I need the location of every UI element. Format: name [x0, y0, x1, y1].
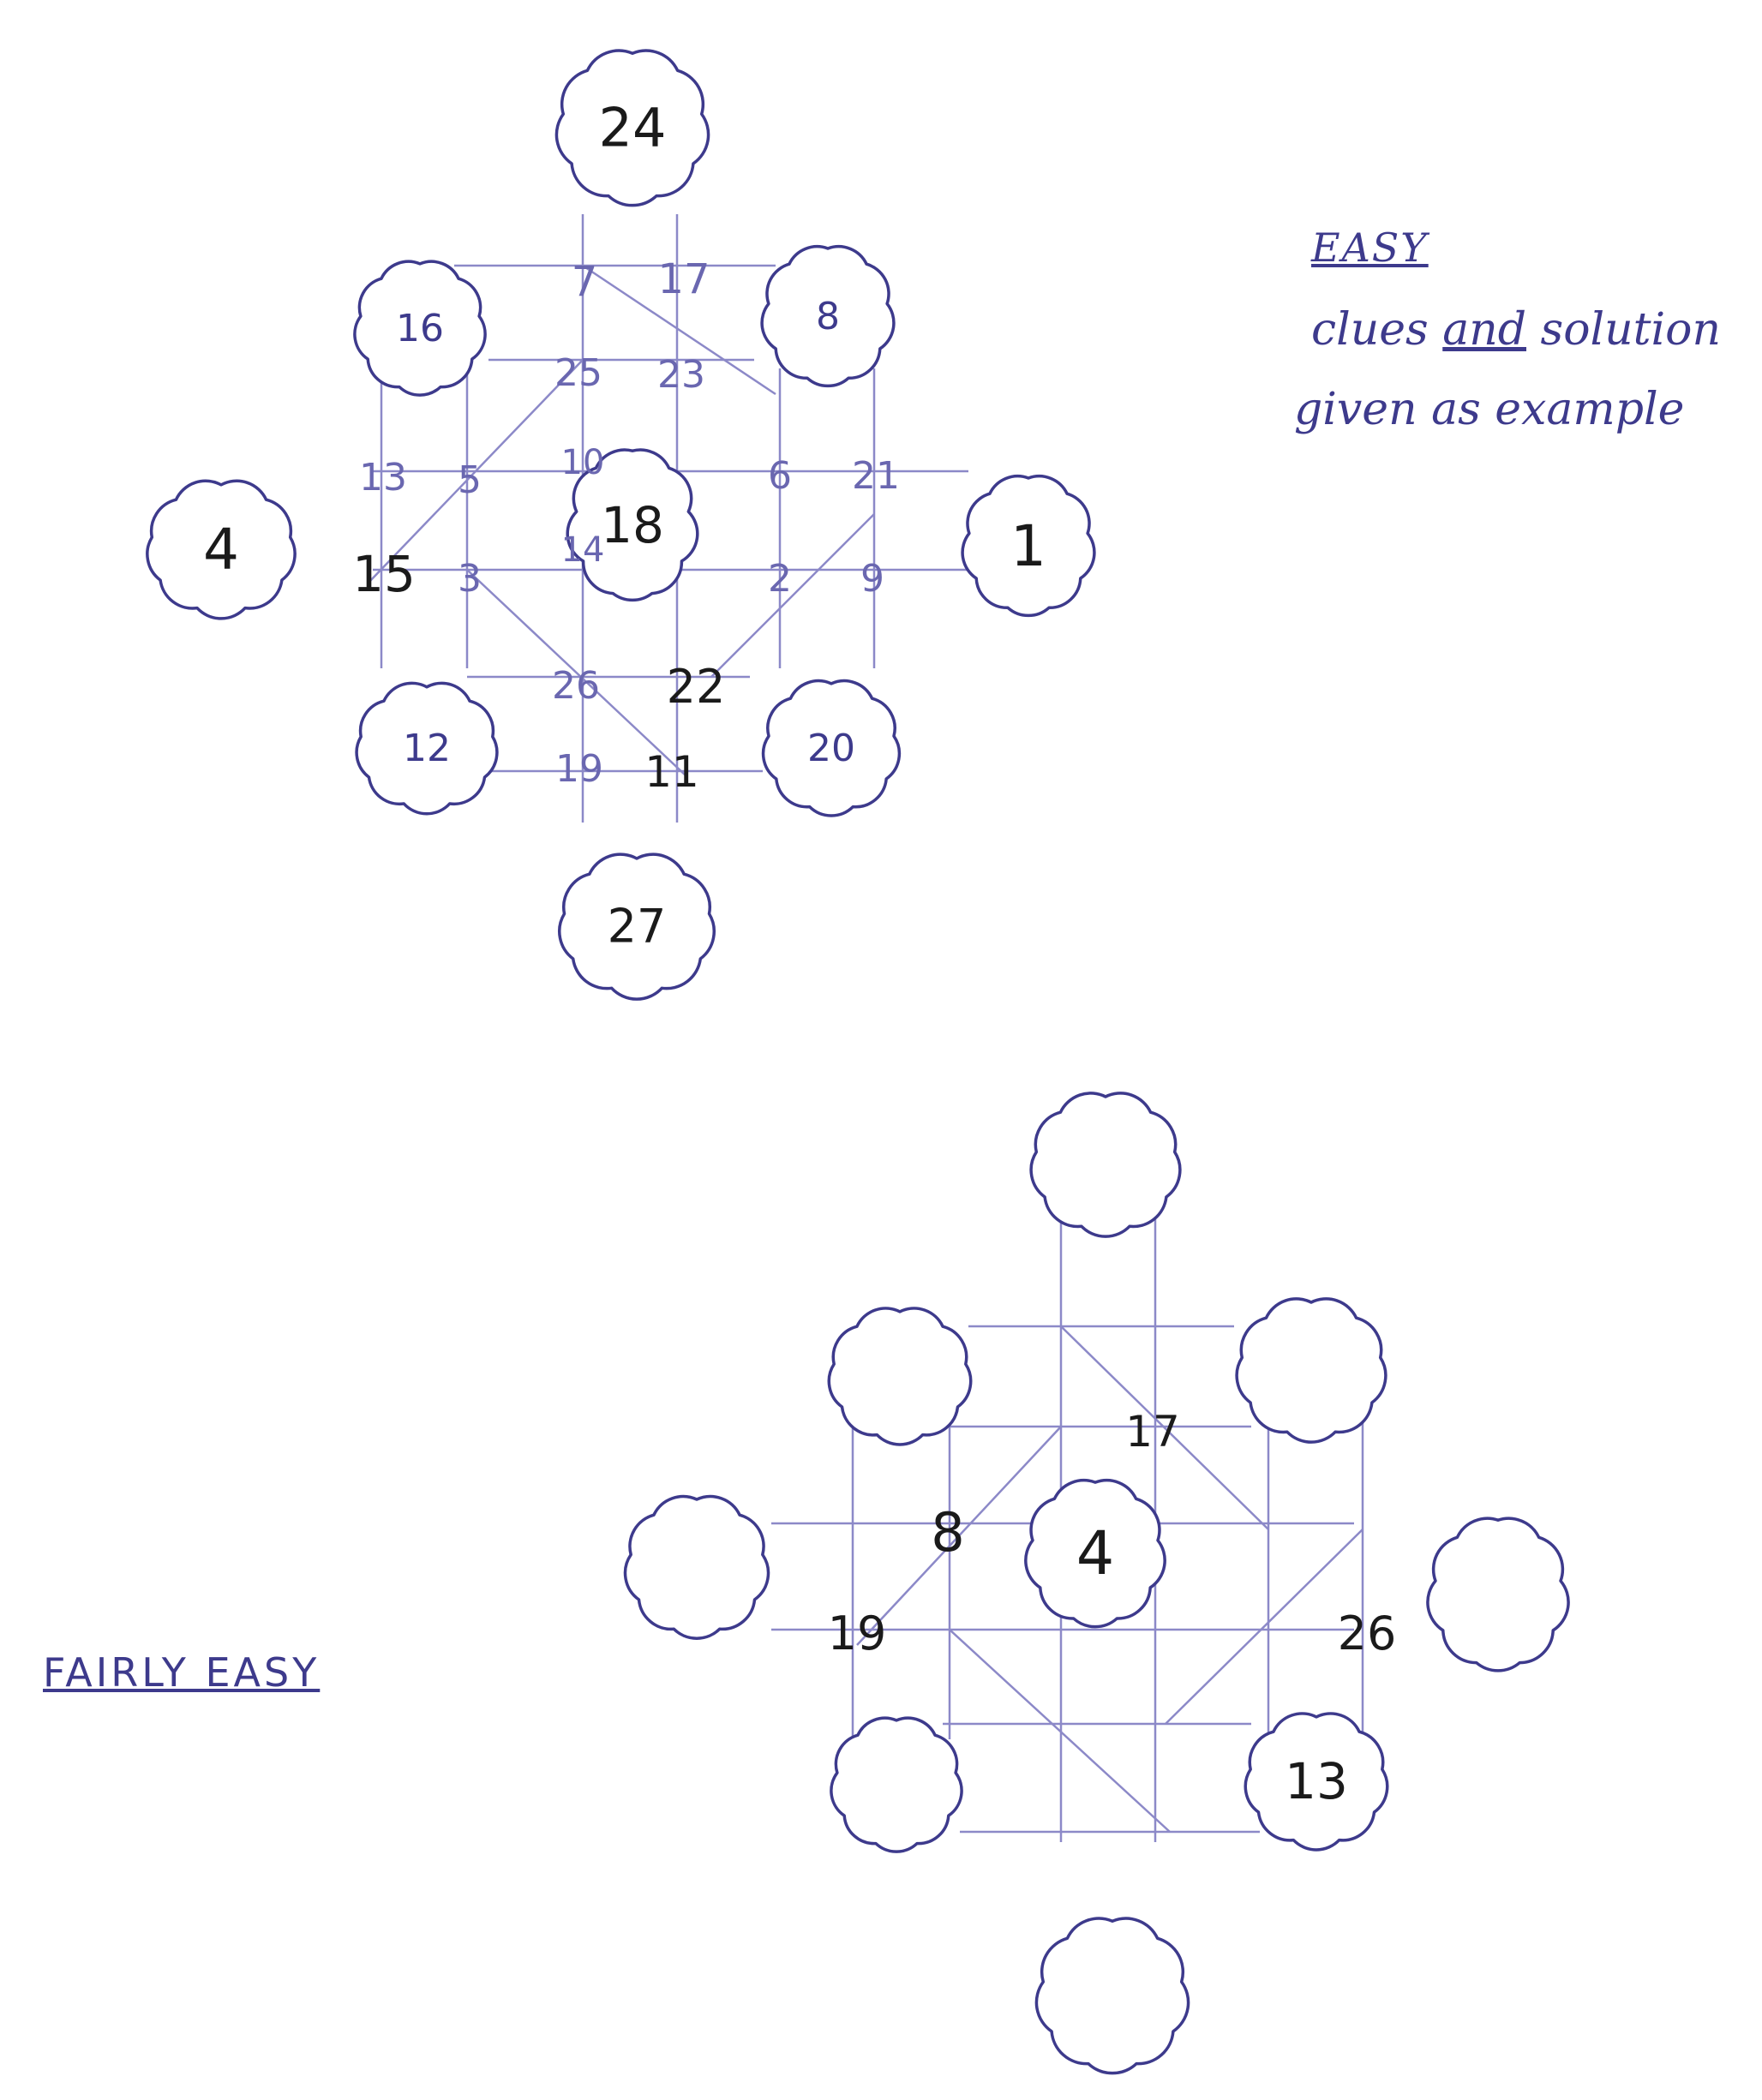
cell-number: 9	[860, 557, 884, 601]
cell-number: 3	[458, 557, 482, 601]
cloud-top-left	[827, 1307, 973, 1446]
cell-number: 26	[552, 664, 600, 708]
grid-line	[466, 569, 686, 776]
cloud-bottom	[558, 853, 716, 1001]
grid-line	[368, 359, 584, 583]
cloud-bottom-left	[355, 681, 499, 816]
cloud-label-top-left: 16	[396, 307, 444, 350]
cloud-label-right: 1	[1010, 513, 1046, 579]
cloud-top	[554, 49, 710, 207]
cloud-left	[146, 479, 297, 620]
cell-number: 22	[667, 660, 726, 714]
grid-line	[856, 1426, 1062, 1646]
grid-line	[582, 264, 776, 396]
grid-line	[710, 513, 875, 678]
cell-number: 11	[644, 747, 699, 797]
grid-line	[1165, 1529, 1363, 1725]
grid-line	[949, 1629, 1171, 1833]
cloud-bottom-right	[761, 679, 902, 817]
cloud-top	[1029, 1092, 1182, 1238]
cloud-label-left: 4	[203, 517, 239, 583]
cloud-top-right	[1235, 1297, 1387, 1444]
cell-number: 26	[1338, 1606, 1397, 1660]
cell-number: 14	[561, 530, 605, 570]
easy-note-word: solution	[1526, 304, 1721, 356]
cell-number: 21	[852, 454, 900, 498]
easy-note-underlined-word: and	[1442, 304, 1527, 356]
cloud-label-top-right: 8	[816, 295, 840, 338]
easy-note-line-1: clues and solution	[1311, 304, 1721, 356]
easy-puzzle: 24 16 8 4 18 1 12 20 27 7 17 25 23 13 5 10 6 21 15 3 14 2 9 26 2…	[146, 49, 1096, 1001]
cloud-bottom-left	[830, 1716, 963, 1853]
cell-number: 19	[828, 1606, 887, 1660]
fairly-easy-puzzle: 4 13 17 8 19 26	[623, 1092, 1570, 2075]
cell-number: 6	[768, 454, 792, 498]
cloud-label-bottom-right: 20	[807, 727, 855, 770]
cell-number: 8	[931, 1501, 964, 1564]
cloud-label-bottom: 27	[608, 899, 667, 953]
cloud-bottom-right	[1244, 1712, 1389, 1852]
cloud-label-center: 18	[601, 496, 664, 554]
grid-line	[1060, 1325, 1269, 1530]
cloud-center	[566, 448, 699, 602]
cloud-center	[1024, 1478, 1166, 1629]
cell-number: 15	[352, 545, 416, 603]
easy-title: EASY	[1311, 224, 1429, 271]
fairly-easy-title: FAIRLY EASY	[43, 1649, 321, 1696]
cloud-top-left	[353, 260, 487, 397]
cloud-label-bottom-left: 12	[403, 727, 451, 770]
cell-number: 5	[458, 458, 482, 502]
easy-note-line-2: given as example	[1294, 384, 1685, 435]
cell-number: 17	[657, 255, 710, 303]
cell-number: 19	[555, 747, 603, 791]
cell-number: 13	[359, 456, 407, 500]
cell-number: 2	[768, 557, 792, 601]
cloud-right	[1426, 1517, 1570, 1672]
cell-number: 25	[554, 351, 602, 395]
cloud-top-right	[760, 245, 896, 388]
cloud-label-top: 24	[599, 96, 667, 159]
cell-number: 17	[1125, 1407, 1180, 1457]
cloud-label-center: 4	[1076, 1518, 1115, 1588]
cloud-bottom	[1034, 1917, 1190, 2075]
cell-number: 23	[657, 353, 705, 397]
easy-note-word: clues	[1311, 304, 1443, 356]
cell-number: 7	[572, 258, 598, 306]
cloud-label-bottom-right: 13	[1285, 1752, 1348, 1810]
cloud-right	[961, 475, 1096, 618]
cloud-left	[623, 1494, 770, 1641]
cell-number: 10	[561, 443, 605, 482]
